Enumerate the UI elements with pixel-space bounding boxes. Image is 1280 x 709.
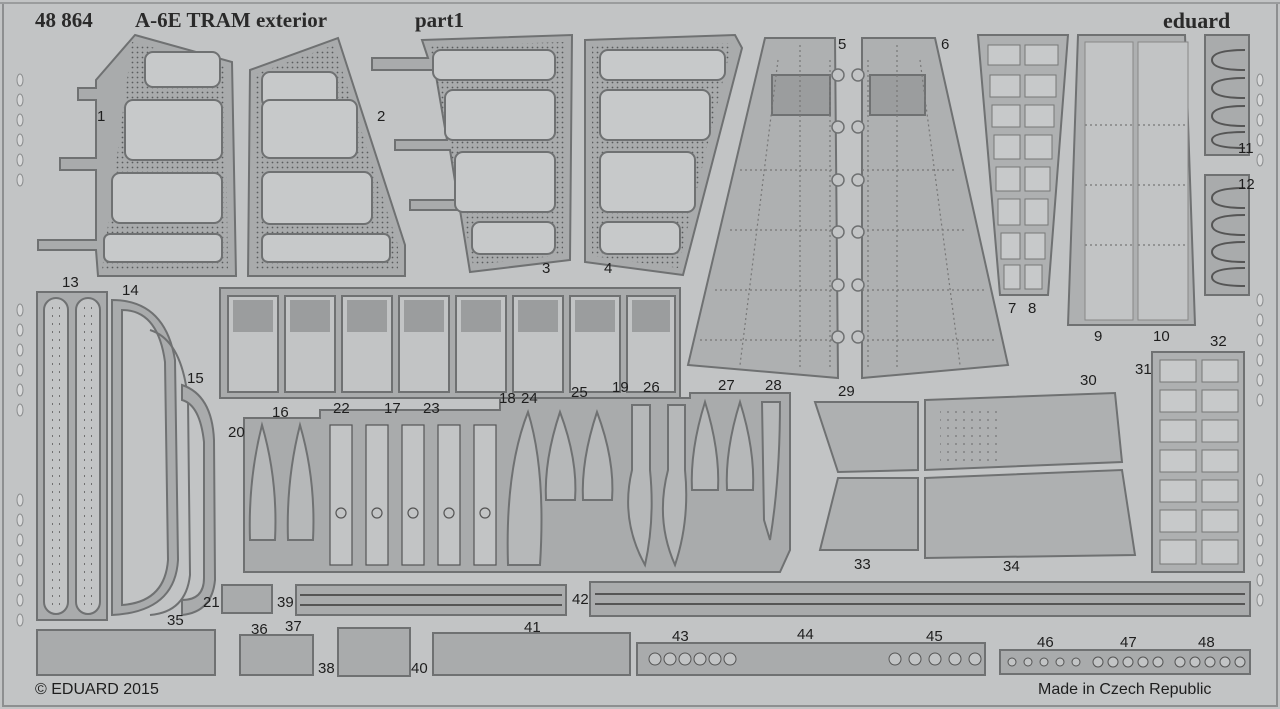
part-12 [1204, 174, 1250, 296]
part-35 [36, 629, 216, 676]
part-label: 21 [203, 594, 220, 611]
part-3 [371, 33, 574, 274]
part-label: 2 [377, 108, 386, 125]
part-label: 31 [1135, 361, 1152, 378]
part-7-8 [976, 34, 1070, 296]
part-31-32 [1151, 351, 1245, 573]
part-label: 32 [1210, 333, 1227, 350]
part-label: 22 [333, 400, 350, 417]
origin-text: Made in Czech Republic [1038, 681, 1212, 698]
part-label: 28 [765, 377, 782, 394]
part-4 [584, 33, 744, 277]
part-label: 14 [122, 282, 139, 299]
part-label: 43 [672, 628, 689, 645]
part-label: 38 [318, 660, 335, 677]
part-38-40 [337, 627, 411, 677]
part-label: 19 [612, 379, 629, 396]
part-label: 46 [1037, 634, 1054, 651]
part-label: 33 [854, 556, 871, 573]
part-label: 6 [941, 36, 950, 53]
part-label: 8 [1028, 300, 1037, 317]
part-label: 7 [1008, 300, 1017, 317]
part-label: 29 [838, 383, 855, 400]
part-label: 39 [277, 594, 294, 611]
part-label: 16 [272, 404, 289, 421]
part-label: 17 [384, 400, 401, 417]
copyright-text: © EDUARD 2015 [35, 681, 159, 698]
part-label: 18 [499, 390, 516, 407]
part-label: 12 [1238, 176, 1255, 193]
part-41 [432, 632, 631, 676]
part-42 [589, 581, 1251, 617]
part-label: 20 [228, 424, 245, 441]
part-label: 9 [1094, 328, 1103, 345]
part-1 [37, 33, 238, 277]
part-36-37 [239, 634, 314, 676]
part-label: 15 [187, 370, 204, 387]
part-2 [246, 36, 406, 277]
part-label: 44 [797, 626, 814, 643]
part-13 [36, 291, 108, 621]
part-label: 41 [524, 619, 541, 636]
part-label: 1 [97, 108, 106, 125]
part-label: 40 [411, 660, 428, 677]
part-label: 13 [62, 274, 79, 291]
part-label: 35 [167, 612, 184, 629]
part-label: 5 [838, 36, 847, 53]
part-5 [686, 37, 845, 380]
kit-number: 48 864 [35, 8, 93, 32]
part-label: 10 [1153, 328, 1170, 345]
part-label: 24 [521, 390, 538, 407]
part-11 [1204, 34, 1250, 156]
part-label: 4 [604, 260, 613, 277]
part-6 [851, 37, 1010, 380]
sheet-title: A-6E TRAM exterior [135, 8, 328, 32]
part-label: 25 [571, 384, 588, 401]
part-label: 23 [423, 400, 440, 417]
part-label: 26 [643, 379, 660, 396]
part-label: 48 [1198, 634, 1215, 651]
part-label: 34 [1003, 558, 1020, 575]
box-row [219, 287, 681, 399]
part-label: 27 [718, 377, 735, 394]
part-39 [295, 584, 567, 616]
part-label: 37 [285, 618, 302, 635]
part-label: 30 [1080, 372, 1097, 389]
part-9-10 [1066, 34, 1197, 326]
sheet-part: part1 [415, 8, 464, 32]
part-33-34 [818, 468, 1137, 560]
part-label: 45 [926, 628, 943, 645]
part-label: 36 [251, 621, 268, 638]
fret-vents [16, 73, 1264, 627]
parts-16-28 [243, 392, 791, 573]
part-label: 3 [542, 260, 551, 277]
part-label: 42 [572, 591, 589, 608]
brand-logo: eduard [1163, 8, 1231, 33]
part-label: 47 [1120, 634, 1137, 651]
part-21 [221, 584, 273, 614]
part-14-15 [111, 298, 217, 617]
part-label: 11 [1238, 140, 1254, 157]
part-29-30 [813, 391, 1124, 474]
